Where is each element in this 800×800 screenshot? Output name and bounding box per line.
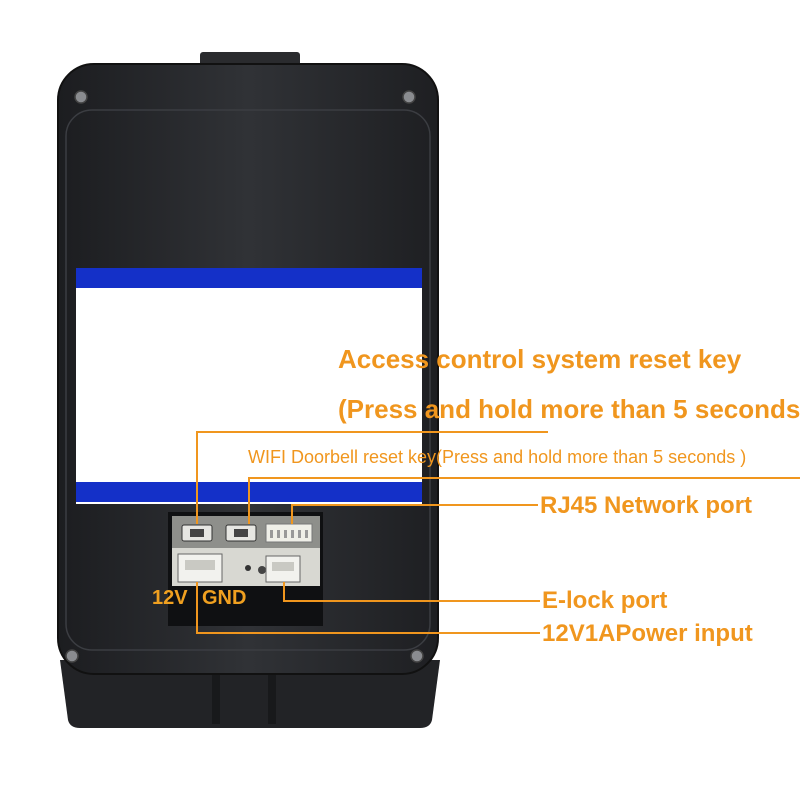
screen-band-top [76,268,422,288]
access-reset-note-label: (Press and hold more than 5 seconds ) [338,394,800,424]
wifi-reset-label: WIFI Doorbell reset key(Press and hold m… [248,447,747,467]
device-inner-panel [65,109,431,651]
screen-area [76,268,422,504]
screw-bottom-right [410,649,424,663]
power-connector-slot [185,560,215,570]
access-reset-title-label: Access control system reset key [338,344,742,374]
pcb-component [258,566,266,574]
elock-label: E-lock port [542,587,668,614]
callout-wifi-reset [248,477,800,524]
screw-top-left [74,90,88,104]
callout-rj45 [291,504,538,524]
elock-connector-slot [272,562,294,571]
rj45-pins [270,530,308,538]
callout-power [196,582,540,634]
pin-12v-label: 12V [152,587,188,609]
device-base [60,660,440,728]
pcb-component [245,565,251,571]
callout-access-reset [196,431,548,524]
power-label: 12V1APower input [542,620,753,647]
access-reset-key-button [190,529,204,537]
base-slot-right [268,668,276,724]
base-slot-left [212,668,220,724]
wifi-reset-key-button [234,529,248,537]
rj45-label: RJ45 Network port [540,492,753,519]
screw-top-right [402,90,416,104]
screw-bottom-left [65,649,79,663]
pin-gnd-label: GND [202,587,247,609]
callout-elock [283,582,540,602]
